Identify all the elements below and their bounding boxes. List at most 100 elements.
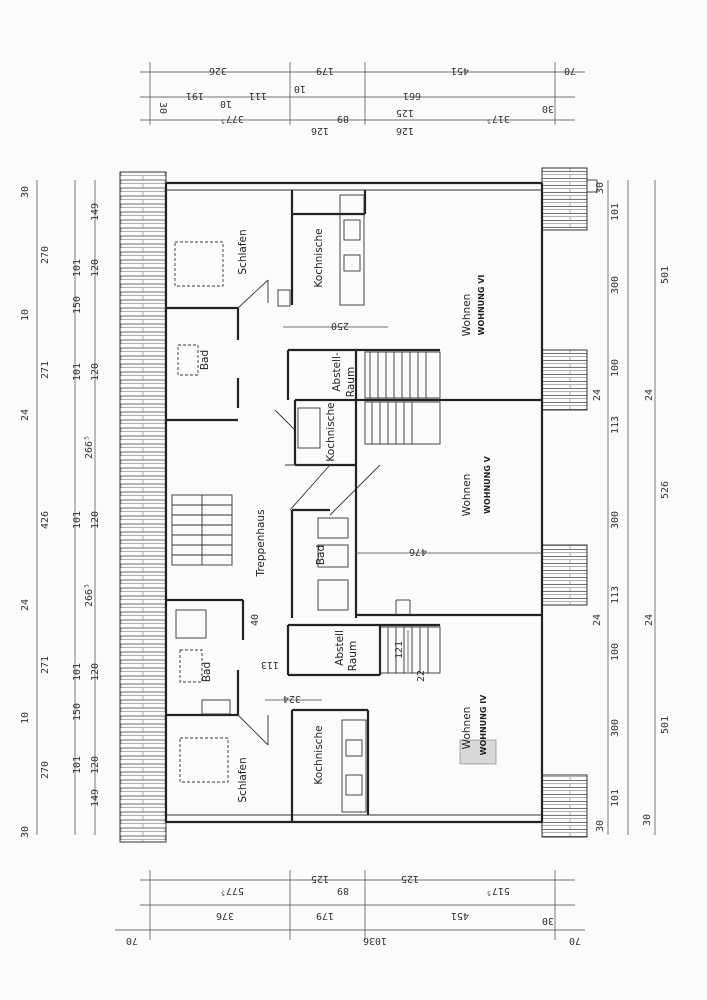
top-dim-3775: 377⁵	[220, 113, 244, 124]
bot-dim-125a: 125	[311, 873, 329, 884]
bot-dim-30: 30	[542, 915, 554, 926]
top-dim-191: 191	[186, 90, 204, 101]
bot-dim-376: 376	[216, 910, 234, 921]
top-dimensions: 326 179 451 70 191 10 111 10 661 30 30 3…	[140, 62, 585, 136]
room-kochnische-mid: Kochnische	[325, 402, 337, 461]
roof-tiles-left	[119, 171, 167, 843]
left-inner-120c: 120	[90, 511, 101, 529]
roof-tiles-right	[541, 167, 598, 838]
unit-wohnung-vi: WOHNUNG VI	[477, 275, 486, 336]
right-mid-24d: 24	[644, 614, 655, 626]
left-inner-2665a: 266⁵	[84, 435, 95, 459]
left-inner-150a: 150	[72, 296, 83, 314]
left-inner-2665b: 266⁵	[84, 583, 95, 607]
dim-113: 113	[261, 659, 279, 670]
left-inner-120e: 120	[90, 756, 101, 774]
right-inner-30b: 30	[595, 820, 606, 832]
left-outer-149b: 149	[90, 789, 101, 807]
stairs-treppenhaus	[171, 494, 233, 566]
top-dim-125: 125	[396, 107, 414, 118]
right-inner-101a: 101	[610, 203, 621, 221]
bot-dim-70b: 70	[569, 935, 581, 946]
fixtures	[174, 194, 497, 813]
room-bad-top: Bad	[199, 350, 211, 370]
left-inner-120d: 120	[90, 663, 101, 681]
left-inner-150b: 150	[72, 703, 83, 721]
room-raum-bot: Raum	[347, 641, 359, 671]
room-kochnische-top: Kochnische	[313, 228, 325, 287]
left-outer-271b: 271	[40, 656, 51, 674]
left-outer-270b: 270	[40, 761, 51, 779]
right-inner-100b: 100	[610, 643, 621, 661]
left-outer-30a: 30	[20, 186, 31, 198]
bot-dim-5175: 517⁵	[486, 885, 510, 896]
top-dim-30a: 30	[542, 103, 554, 114]
bot-dim-125b: 125	[401, 873, 419, 884]
top-dim-3175: 317⁵	[486, 113, 510, 124]
right-outer-30: 30	[642, 814, 653, 826]
right-outer-526: 526	[660, 481, 671, 499]
bot-dim-1036: 1036	[363, 935, 387, 946]
right-inner-100a: 100	[610, 359, 621, 377]
right-inner-101b: 101	[610, 789, 621, 807]
room-labels: Schlafen Kochnische Wohnen WOHNUNG VI Ba…	[199, 228, 492, 802]
unit-wohnung-v: WOHNUNG V	[483, 455, 492, 514]
right-outer-501b: 501	[660, 716, 671, 734]
right-inner-300a: 300	[610, 276, 621, 294]
bot-dim-451: 451	[451, 910, 469, 921]
right-mid-24c: 24	[592, 614, 603, 626]
right-inner-113a: 113	[610, 416, 621, 434]
left-outer-271a: 271	[40, 361, 51, 379]
dim-121: 121	[394, 641, 405, 659]
bot-dim-70a: 70	[126, 935, 138, 946]
top-dim-10b: 10	[294, 83, 306, 94]
room-treppenhaus: Treppenhaus	[255, 509, 267, 577]
left-outer-10b: 10	[20, 712, 31, 724]
left-dimensions: 30 149 270 10 271 24 426 24 271 10 270 1…	[20, 180, 101, 838]
left-inner-101a: 101	[72, 259, 83, 277]
right-dimensions: 30 101 300 100 113 300 113 100 300 101 3…	[592, 180, 671, 835]
left-inner-101c: 101	[72, 511, 83, 529]
top-dim-326: 326	[209, 65, 227, 76]
top-dim-661: 661	[403, 90, 421, 101]
left-outer-24a: 24	[20, 409, 31, 421]
left-outer-30b: 30	[20, 826, 31, 838]
left-inner-120a: 120	[90, 259, 101, 277]
room-schlafen-top: Schlafen	[237, 229, 249, 274]
dim-476: 476	[409, 546, 427, 557]
left-outer-10a: 10	[20, 309, 31, 321]
right-inner-113b: 113	[610, 586, 621, 604]
top-dim-30b: 30	[157, 102, 168, 114]
left-inner-101d: 101	[72, 663, 83, 681]
room-wohnen-iv: Wohnen	[461, 707, 473, 750]
top-dim-126a: 126	[311, 125, 329, 136]
dim-324: 324	[283, 693, 301, 704]
top-dim-89: 89	[337, 113, 349, 124]
left-inner-120b: 120	[90, 363, 101, 381]
top-dim-451: 451	[451, 65, 469, 76]
dim-22: 22	[416, 670, 427, 682]
right-mid-24a: 24	[592, 389, 603, 401]
dim-250: 250	[331, 320, 349, 331]
interior-dimensions: 250 476 324 113 40 121 22	[250, 320, 542, 704]
room-schlafen-bot: Schlafen	[237, 757, 249, 802]
room-wohnen-v: Wohnen	[461, 474, 473, 517]
room-abstell-bot: Abstell	[334, 630, 346, 666]
bot-dim-89: 89	[337, 885, 349, 896]
top-dim-10a: 10	[220, 98, 232, 109]
left-outer-24b: 24	[20, 599, 31, 611]
right-inner-30a: 30	[595, 182, 606, 194]
stairs-bottom	[379, 626, 441, 674]
stairs-top	[364, 351, 441, 445]
left-inner-101e: 101	[72, 756, 83, 774]
left-outer-149a: 149	[90, 203, 101, 221]
unit-wohnung-iv: WOHNUNG IV	[479, 694, 488, 756]
bottom-dimensions: 577⁵ 125 89 125 517⁵ 376 179 451 30 70 1…	[115, 870, 585, 946]
left-inner-101b: 101	[72, 363, 83, 381]
top-dim-70: 70	[564, 65, 576, 76]
top-dim-126b: 126	[396, 125, 414, 136]
right-mid-24b: 24	[644, 389, 655, 401]
bot-dim-179: 179	[316, 910, 334, 921]
bot-dim-5775: 577⁵	[220, 885, 244, 896]
